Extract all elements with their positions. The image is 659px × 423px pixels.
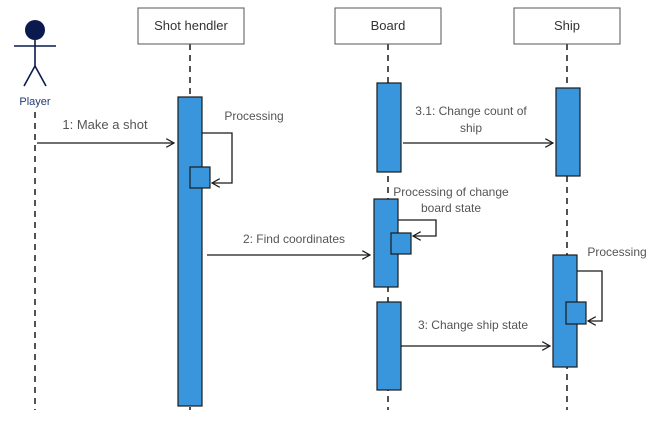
board-activation-3 (376, 301, 402, 391)
actor-label: Player (19, 96, 51, 108)
ship-nested-activation (565, 301, 587, 325)
board-activation-1 (376, 82, 402, 173)
change-count-label-line1: 3.1: Change count of (415, 104, 527, 118)
actor-head (25, 20, 45, 40)
participant-ship: Ship (513, 7, 621, 45)
actor-right-leg (34, 65, 47, 87)
change-ship-state-label: 3: Change ship state (418, 318, 528, 332)
board-self-call-arrow (398, 219, 437, 236)
ship-processing-label: Processing (587, 245, 646, 259)
ship-activation-1 (555, 87, 581, 177)
shot-handler-self-call-arrow (202, 132, 233, 183)
board-processing-label-line1: Processing of change (393, 185, 509, 199)
shot-handler-processing-label: Processing (224, 109, 283, 123)
participant-label: Shot hendler (154, 18, 228, 33)
participant-label: Ship (554, 18, 580, 33)
actor-left-leg (23, 65, 36, 87)
player-actor: Player (14, 20, 56, 108)
board-nested-activation (390, 232, 412, 255)
ship-self-call-arrow (577, 270, 603, 321)
board-processing-label-line2: board state (421, 201, 481, 215)
make-shot-label: 1: Make a shot (62, 117, 148, 132)
participant-label: Board (371, 18, 406, 33)
participant-shot-handler: Shot hendler (137, 7, 245, 45)
change-count-label-line2: ship (460, 121, 482, 135)
find-coordinates-label: 2: Find coordinates (243, 232, 345, 246)
shot-handler-nested-activation (189, 166, 211, 189)
participant-board: Board (334, 7, 442, 45)
shot-handler-activation (177, 96, 203, 407)
